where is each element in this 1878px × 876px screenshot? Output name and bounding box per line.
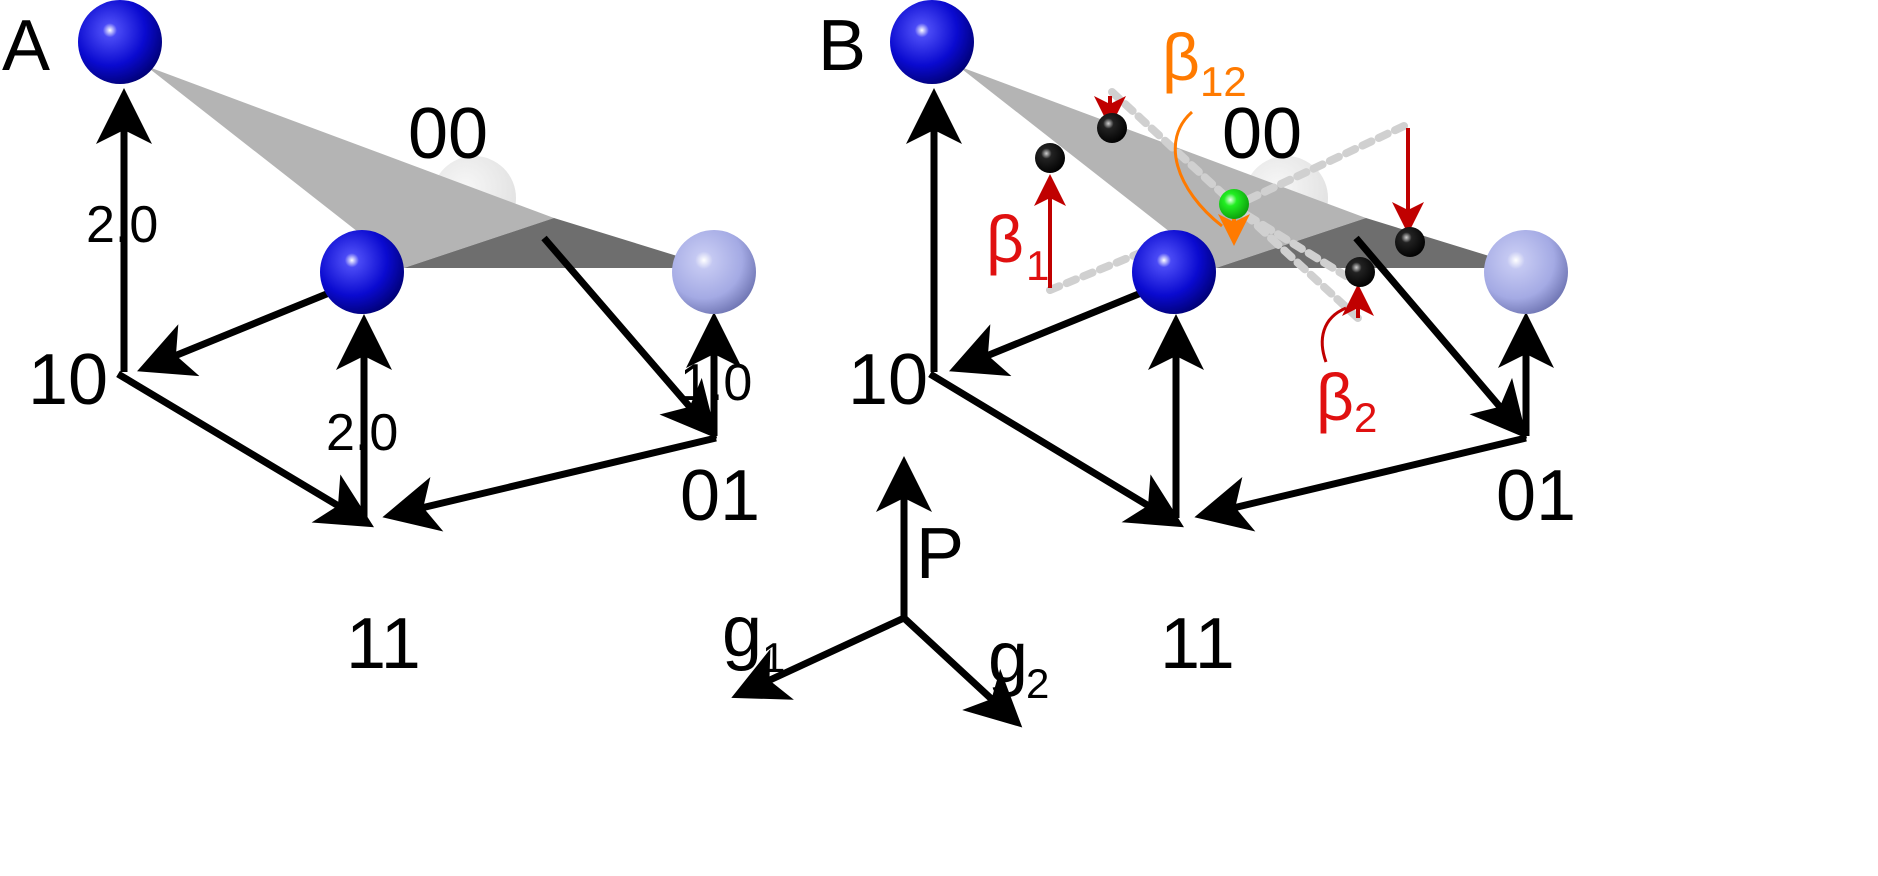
surface-light-facet [146, 66, 554, 268]
beta2-label: β [1316, 360, 1354, 434]
beta2-pointer [1320, 306, 1347, 363]
axes-legend: P g 1 g 2 [722, 456, 1049, 728]
beta1-point [1035, 143, 1065, 173]
node-00-label: 00 [1222, 94, 1302, 174]
point-right [1395, 227, 1425, 257]
node-11-label: 11 [346, 604, 421, 684]
node-10-sphere [78, 0, 162, 84]
node-11-sphere [1132, 230, 1216, 314]
panel-b-label: B [818, 6, 866, 86]
node-01-label: 01 [1496, 456, 1576, 536]
edge-00-10 [949, 278, 1170, 377]
axis-g1-sub: 1 [762, 634, 785, 681]
axis-g2-arrow [901, 615, 1023, 728]
node-01-label: 01 [680, 456, 760, 536]
node-10-label: 10 [848, 340, 928, 420]
point-upper [1097, 113, 1127, 143]
edge-10-11 [928, 371, 1184, 528]
surface-dark-facet [404, 218, 716, 268]
panel-a-label: A [2, 6, 50, 86]
beta1-sub: 1 [1026, 242, 1049, 289]
panel-a: A 2.0 2.0 1.0 00 10 01 11 [2, 0, 760, 684]
node-10-sphere [890, 0, 974, 84]
edge-01-11 [382, 434, 717, 532]
surface-light-facet [958, 66, 1366, 268]
beta12-sub: 12 [1200, 58, 1247, 105]
node-10-label: 10 [28, 340, 108, 420]
beta12-label: β [1162, 20, 1200, 94]
edge-10-11 [116, 370, 375, 528]
value-01: 1.0 [680, 354, 752, 412]
axis-g1-arrow [731, 614, 906, 700]
node-00-label: 00 [408, 94, 488, 174]
beta2-sub: 2 [1354, 394, 1377, 441]
node-01-sphere [1484, 230, 1568, 314]
node-01-sphere [672, 230, 756, 314]
axis-g1-label: g [722, 592, 762, 672]
beta12-pointer [1173, 110, 1223, 228]
value-11: 2.0 [326, 404, 398, 462]
edge-00-01 [1353, 235, 1528, 439]
axis-p-label: P [916, 514, 964, 594]
node-11-label: 11 [1160, 604, 1235, 684]
value-10: 2.0 [86, 196, 158, 254]
panel-b: B [818, 0, 1576, 684]
edge-00-01 [541, 235, 718, 439]
beta2-point [1345, 257, 1375, 287]
beta1-label: β [986, 202, 1024, 276]
edge-01-11 [1194, 434, 1527, 532]
node-11-sphere [320, 230, 404, 314]
edge-00-10 [137, 278, 358, 377]
beta12-point [1219, 189, 1249, 219]
axis-g2-sub: 2 [1026, 660, 1049, 707]
axis-g2-label: g [988, 618, 1028, 698]
